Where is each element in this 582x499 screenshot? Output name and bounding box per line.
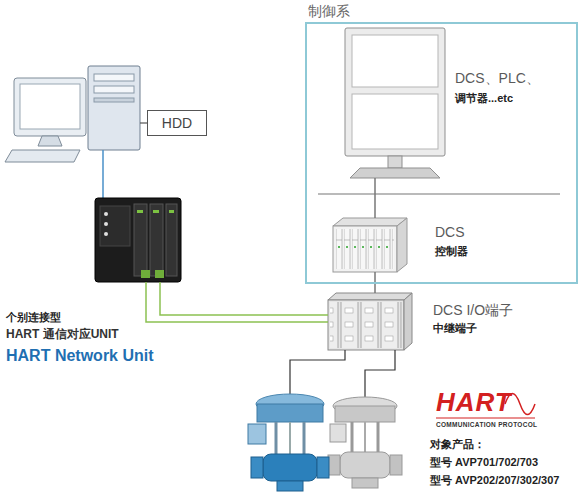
hart-unit-illustration — [104, 222, 108, 226]
controller-illustration — [397, 218, 407, 272]
controller-illustration — [333, 226, 397, 272]
valve-illustration — [330, 424, 346, 442]
pc-illustration — [88, 66, 140, 150]
io-terminal-illustration — [328, 293, 412, 350]
valve-illustration — [263, 454, 317, 481]
valve-illustration — [289, 422, 291, 454]
valve-illustration — [340, 452, 390, 478]
io-terminal-illustration — [404, 293, 412, 350]
valve-illustration — [303, 422, 306, 454]
logo-subtitle: COMMUNICATION PROTOCOL — [436, 421, 537, 428]
signal-wire — [365, 350, 395, 398]
logo-rule — [436, 417, 535, 418]
pc-illustration — [94, 98, 134, 102]
controller-illustration — [333, 218, 407, 226]
hart-unit-illustration — [95, 198, 181, 282]
device-label: 控制器 — [435, 245, 468, 258]
valve-illustration — [352, 478, 378, 488]
hart-unit-illustration — [100, 206, 130, 246]
hart-unit-illustration — [141, 270, 150, 278]
relay-terminal: DCS I/O端子中继端子 — [328, 293, 412, 350]
pc-illustration — [5, 150, 80, 162]
pc-illustration — [20, 84, 80, 129]
device-label: DCS、PLC、 — [455, 70, 540, 86]
monitor-illustration — [352, 35, 438, 87]
valve-illustration — [251, 457, 263, 478]
hart-unit-illustration — [153, 210, 159, 213]
io-terminal-illustration — [328, 300, 404, 350]
monitor-illustration — [345, 28, 445, 156]
pc-illustration — [94, 86, 134, 93]
pc-illustration — [102, 150, 104, 198]
hart-unit-illustration — [104, 232, 108, 236]
hart-unit-illustration — [95, 198, 181, 282]
valve-illustration — [248, 394, 329, 491]
valve-illustration — [390, 455, 402, 475]
hart-unit-illustration — [169, 210, 174, 213]
device-label: DCS — [435, 224, 465, 240]
unit-label: HART 通信对应UNIT — [6, 328, 119, 342]
io-terminal-illustration — [328, 293, 412, 300]
pc-illustration — [38, 136, 62, 146]
valve-illustration — [317, 457, 329, 478]
controller-illustration — [336, 229, 394, 269]
controller-node: DCS控制器 — [333, 218, 407, 272]
unit-name: HART Network Unit — [6, 347, 154, 365]
valve-illustration — [277, 481, 303, 491]
hart-unit-illustration — [104, 212, 108, 216]
io-terminal-illustration — [330, 302, 402, 348]
monitor-illustration — [350, 168, 440, 178]
valve-illustration — [328, 397, 402, 488]
model-number: 型号 AVP202/207/302/307 — [430, 474, 559, 487]
valve-illustration — [377, 422, 380, 452]
model-number: 型号 AVP701/702/703 — [430, 456, 538, 469]
valve-illustration — [364, 422, 366, 452]
hart-unit-illustration — [137, 210, 143, 213]
product-note: 对象产品： — [430, 438, 485, 451]
valve-illustration — [257, 404, 323, 422]
monitor-illustration — [345, 28, 445, 178]
storage-box: HDD — [147, 110, 207, 136]
pc-illustration — [140, 122, 147, 123]
connector-line — [160, 282, 328, 315]
device-label: 调节器...etc — [455, 92, 513, 105]
group-heading: 制御系 — [308, 3, 350, 19]
pc-illustration — [94, 74, 134, 81]
system-group: DCS、PLC、调节器...etcDCS控制器制御系 — [305, 22, 578, 284]
controller-illustration — [333, 218, 407, 272]
monitor-illustration — [388, 156, 402, 168]
logo-text: HART — [436, 388, 512, 418]
monitor-node: DCS、PLC、调节器...etc — [345, 28, 447, 178]
valve-illustration — [275, 422, 278, 454]
connector-line — [146, 282, 328, 322]
hart-unit-illustration — [134, 204, 147, 276]
network-bus — [318, 193, 560, 194]
hart-unit-illustration — [166, 204, 177, 276]
valve-illustration — [335, 406, 395, 422]
device-label: DCS I/O端子 — [433, 302, 513, 318]
unit-label: 个别连接型 — [6, 311, 61, 324]
hart-unit-illustration — [155, 270, 164, 278]
network-unit: 个别连接型HART 通信对应UNITHART Network Unit — [95, 198, 181, 282]
connector-line — [374, 178, 376, 218]
device-label: 中继端子 — [433, 322, 477, 335]
pc-illustration — [14, 78, 86, 136]
hart-unit-illustration — [150, 204, 163, 276]
valve-illustration — [351, 422, 354, 452]
pc-illustration — [5, 66, 147, 198]
box-label: HDD — [162, 115, 192, 131]
monitor-illustration — [352, 94, 438, 149]
valve-illustration — [328, 455, 340, 475]
valve-illustration — [248, 424, 266, 444]
signal-wire — [290, 350, 345, 398]
